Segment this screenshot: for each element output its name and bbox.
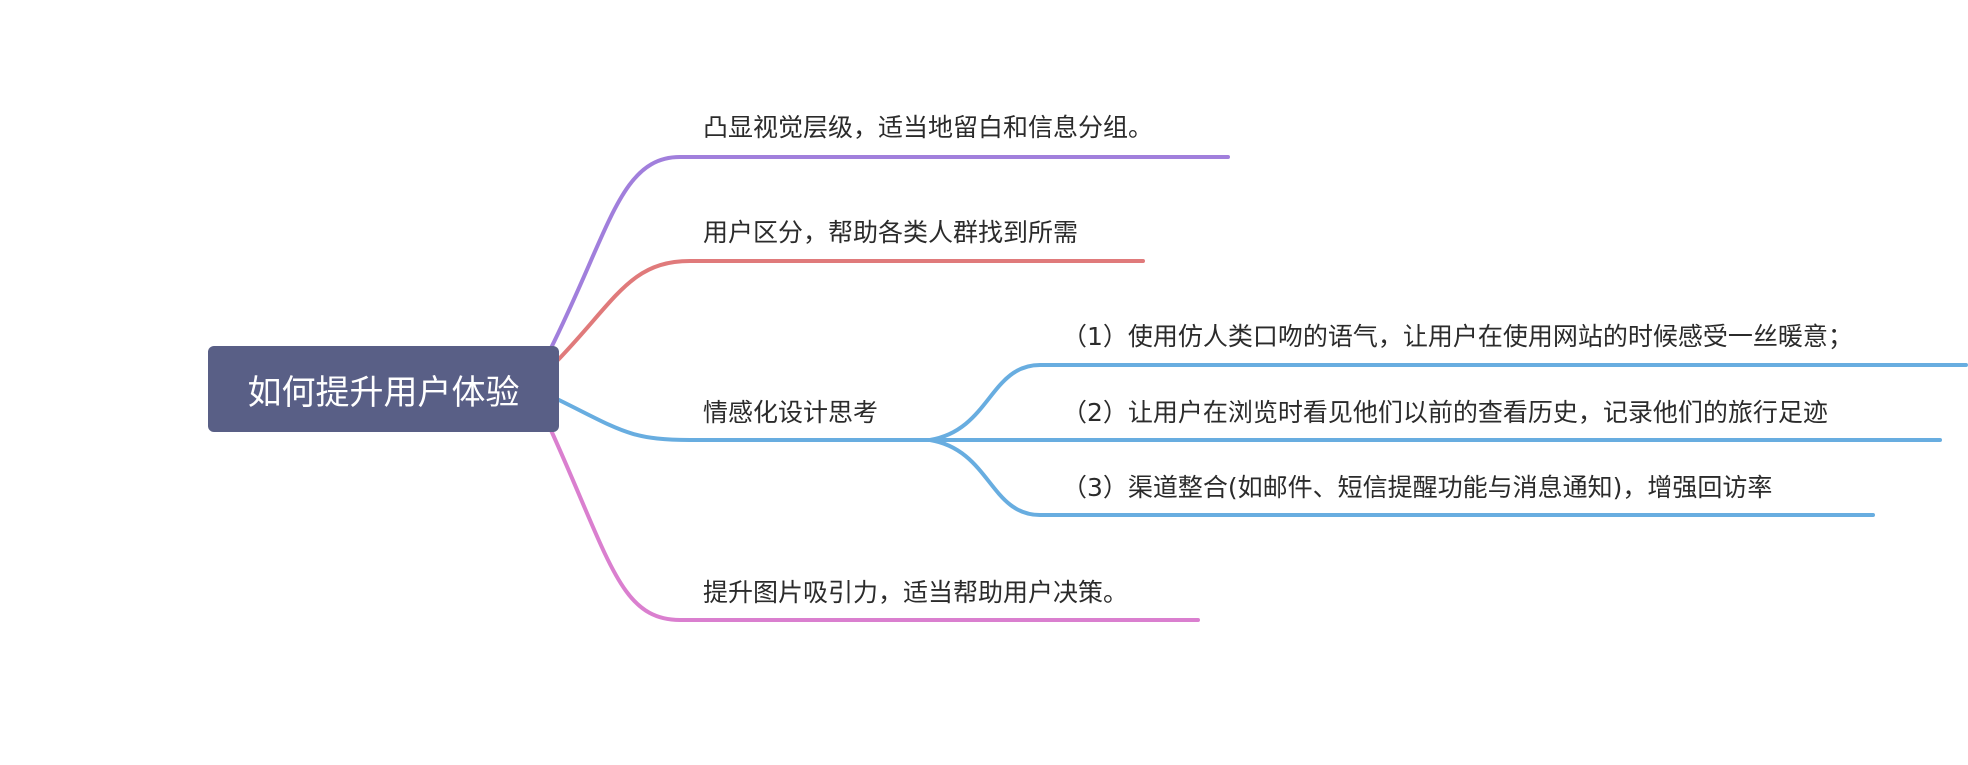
connector-branch-2 (554, 259, 1145, 364)
root-topic[interactable]: 如何提升用户体验 (208, 346, 559, 432)
branch-topic-image-appeal[interactable]: 提升图片吸引力，适当帮助用户决策。 (703, 576, 1128, 610)
sub-topic-tone-of-voice[interactable]: （1）使用仿人类口吻的语气，让用户在使用网站的时候感受一丝暖意； (1062, 320, 1853, 354)
branch-topic-label: 提升图片吸引力，适当帮助用户决策。 (703, 578, 1129, 607)
branch-topic-label: 凸显视觉层级，适当地留白和信息分组。 (703, 113, 1154, 142)
root-topic-label: 如何提升用户体验 (247, 372, 520, 413)
connector-branch-4 (548, 426, 1200, 622)
sub-topic-channel-integration[interactable]: （3）渠道整合(如邮件、短信提醒功能与消息通知)，增强回访率 (1062, 471, 1772, 505)
branch-topic-label: 情感化设计思考 (703, 398, 879, 427)
branch-topic-emotional-design[interactable]: 情感化设计思考 (703, 396, 878, 430)
sub-topic-view-history[interactable]: （2）让用户在浏览时看见他们以前的查看历史，记录他们的旅行足迹 (1062, 396, 1828, 430)
connector-sub-branch-1 (928, 363, 1968, 442)
branch-topic-user-segmentation[interactable]: 用户区分，帮助各类人群找到所需 (703, 216, 1078, 250)
connector-branch-3 (557, 398, 932, 442)
sub-topic-label: （3）渠道整合(如邮件、短信提醒功能与消息通知)，增强回访率 (1062, 473, 1773, 502)
branch-topic-visual-hierarchy[interactable]: 凸显视觉层级，适当地留白和信息分组。 (703, 111, 1153, 145)
connector-sub-branch-3 (928, 438, 1875, 517)
branch-topic-label: 用户区分，帮助各类人群找到所需 (703, 218, 1079, 247)
sub-topic-label: （1）使用仿人类口吻的语气，让用户在使用网站的时候感受一丝暖意； (1062, 322, 1853, 351)
connector-branch-1 (548, 155, 1230, 352)
sub-topic-label: （2）让用户在浏览时看见他们以前的查看历史，记录他们的旅行足迹 (1062, 398, 1828, 427)
